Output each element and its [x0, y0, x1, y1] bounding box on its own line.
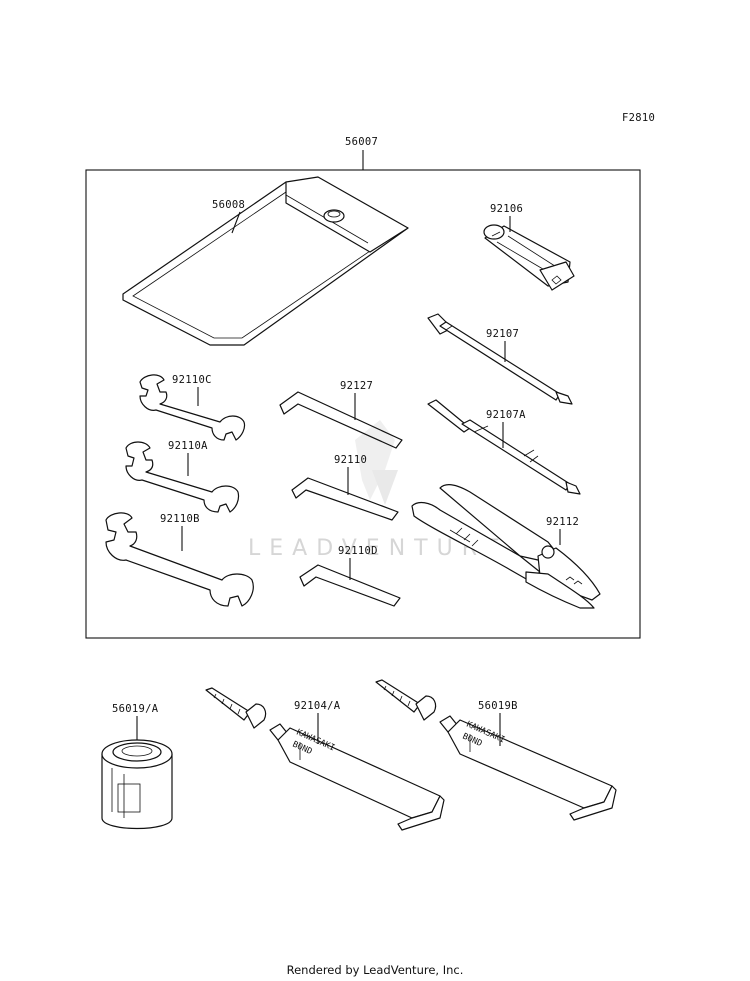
label-tube-2: 56019B [478, 700, 518, 712]
bond-tube-2: KAWASAKI BOND [439, 715, 617, 821]
nozzle-1 [205, 687, 267, 729]
hex-key-medium [291, 477, 399, 521]
leader-pouch [231, 211, 241, 234]
wrench-medium [125, 441, 240, 513]
nozzle-2 [375, 679, 437, 721]
spark-plug-wrench [483, 224, 575, 291]
label-pouch: 56008 [212, 199, 245, 211]
label-hex-key-medium: 92110 [334, 454, 367, 466]
wrench-small [139, 374, 246, 441]
tool-kit-frame [85, 169, 641, 639]
label-pliers: 92112 [546, 516, 579, 528]
label-can: 56019/A [112, 703, 159, 715]
label-wrench-b: 92110B [160, 513, 200, 525]
pliers [411, 483, 601, 609]
label-wrench-c: 92110C [172, 374, 212, 386]
figure-code: F2810 [622, 112, 655, 124]
bond-can [101, 739, 173, 830]
bond-tube-1: KAWASAKI BOND [269, 723, 445, 831]
hex-key-small [299, 564, 401, 607]
screwdriver-phillips [427, 313, 573, 405]
tool-pouch [122, 176, 409, 346]
footer-credit: Rendered by LeadVenture, Inc. [286, 963, 464, 977]
wrench-large [105, 512, 254, 607]
label-wrench-a: 92110A [168, 440, 208, 452]
hex-key-large [279, 391, 403, 449]
label-screwdriver: 92107 [486, 328, 519, 340]
label-plug-wrench: 92106 [490, 203, 523, 215]
label-hex-key-small: 92110D [338, 545, 378, 557]
label-hex-key-large: 92127 [340, 380, 373, 392]
label-screwdriver-a: 92107A [486, 409, 526, 421]
watermark-logo [355, 420, 398, 505]
kit-label: 56007 [345, 136, 378, 148]
label-tube-1: 92104/A [294, 700, 341, 712]
screwdriver-flat [427, 399, 581, 495]
